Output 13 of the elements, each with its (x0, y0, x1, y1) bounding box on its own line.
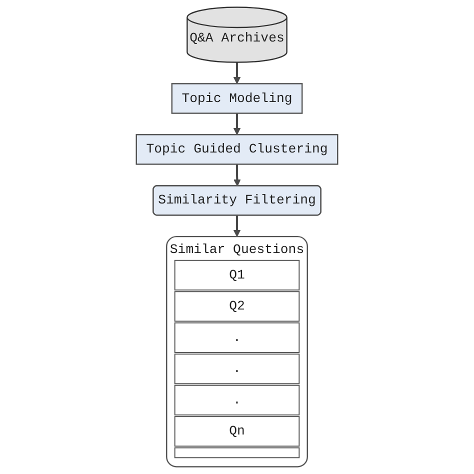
arrow (233, 215, 241, 237)
node-box: . (174, 384, 300, 416)
arrow (234, 164, 241, 186)
node-box: Topic Modeling (171, 83, 303, 114)
arrow (233, 62, 241, 84)
node-box: . (174, 322, 300, 353)
node-box: Topic Guided Clustering (136, 134, 338, 165)
node-box: Q2 (174, 291, 300, 322)
node-box (174, 447, 300, 458)
node-box: . (174, 354, 300, 384)
arrow (233, 113, 241, 135)
node-box: Qn (174, 416, 300, 447)
node-box: Q1 (174, 260, 300, 290)
